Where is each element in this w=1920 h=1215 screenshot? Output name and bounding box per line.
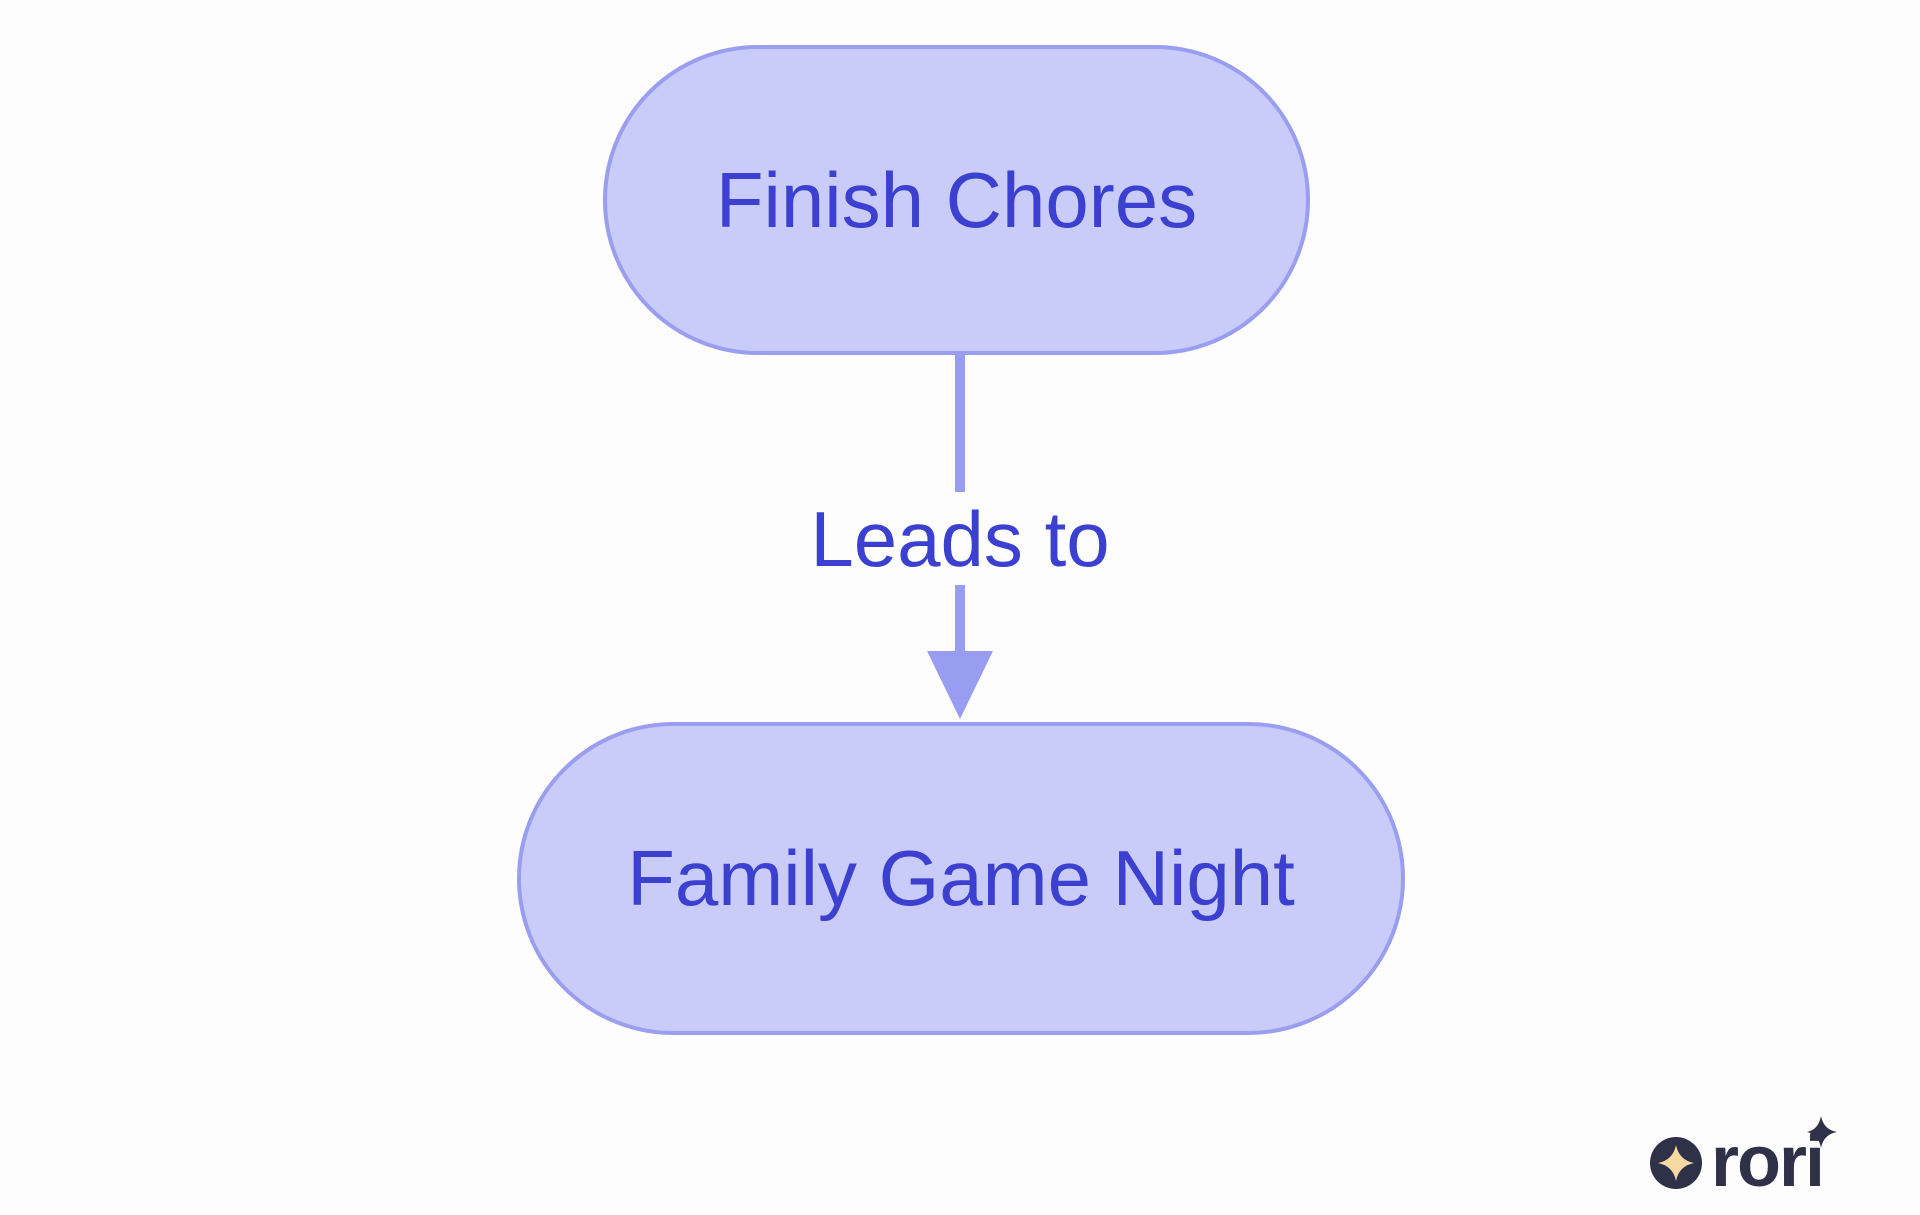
arrowhead-down-icon — [927, 651, 993, 719]
node-family-game-night: Family Game Night — [517, 722, 1405, 1035]
rori-logo: rori — [1645, 1110, 1865, 1210]
sparkle-in-circle-icon — [1650, 1137, 1702, 1189]
rori-logo-graphic: rori — [1650, 1116, 1837, 1202]
node-finish-chores: Finish Chores — [603, 45, 1310, 355]
brand-wordmark: rori — [1711, 1122, 1823, 1202]
edge-label-leads-to: Leads to — [710, 492, 1210, 587]
node-finish-chores-label: Finish Chores — [715, 155, 1198, 244]
sparkle-icon — [1807, 1116, 1837, 1148]
edge-line-upper — [955, 355, 965, 495]
node-family-game-night-label: Family Game Night — [627, 834, 1295, 922]
edge-line-lower — [955, 585, 965, 657]
